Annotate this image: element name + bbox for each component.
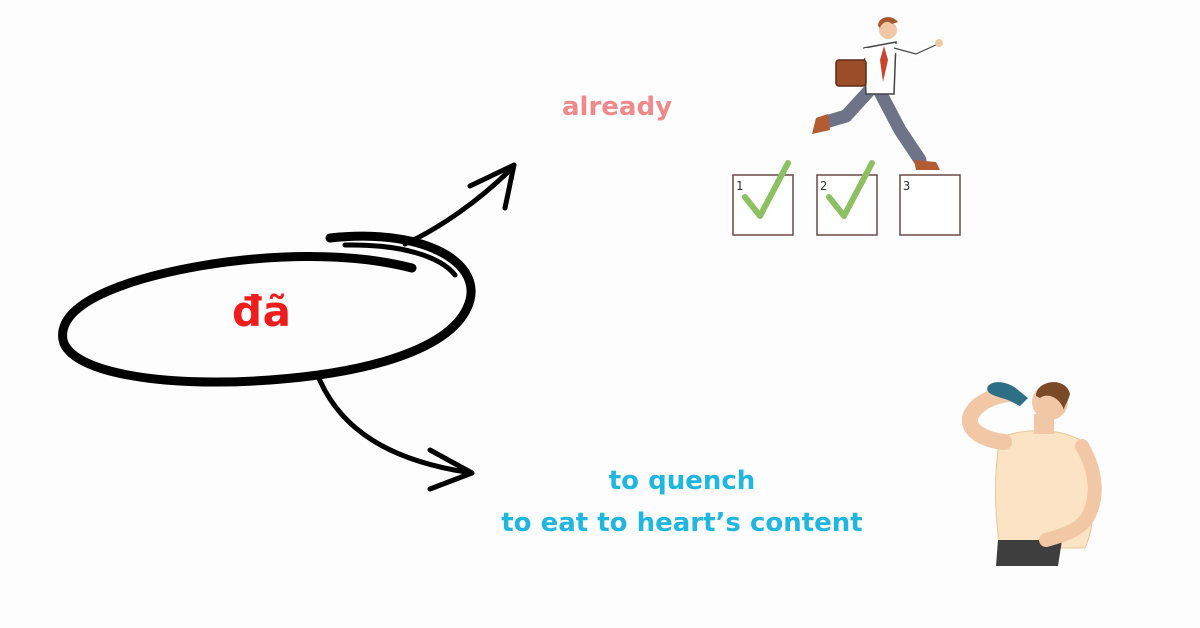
meaning-quench-block: to quench to eat to heart’s content xyxy=(480,460,884,544)
checkbox-number-1: 1 xyxy=(736,179,743,193)
running-businessman-illustration xyxy=(812,17,943,170)
checkbox-3 xyxy=(899,174,961,236)
arrow-to-already xyxy=(402,162,517,247)
center-ellipse xyxy=(58,231,476,387)
checkbox-number-2: 2 xyxy=(820,179,827,193)
checklist: 1 2 3 xyxy=(732,160,961,236)
meaning-quench-line-2: to eat to heart’s content xyxy=(501,508,863,538)
check-mark-icon xyxy=(826,160,875,219)
arrow-to-quench xyxy=(315,373,475,492)
meaning-already: already xyxy=(562,92,673,122)
check-mark-icon xyxy=(742,160,791,219)
man-drinking-illustration xyxy=(961,382,1102,566)
meaning-quench-line-1: to quench xyxy=(608,466,756,496)
checkbox-1 xyxy=(732,174,794,236)
checkbox-number-3: 3 xyxy=(903,179,910,193)
center-word: đã xyxy=(232,287,292,336)
